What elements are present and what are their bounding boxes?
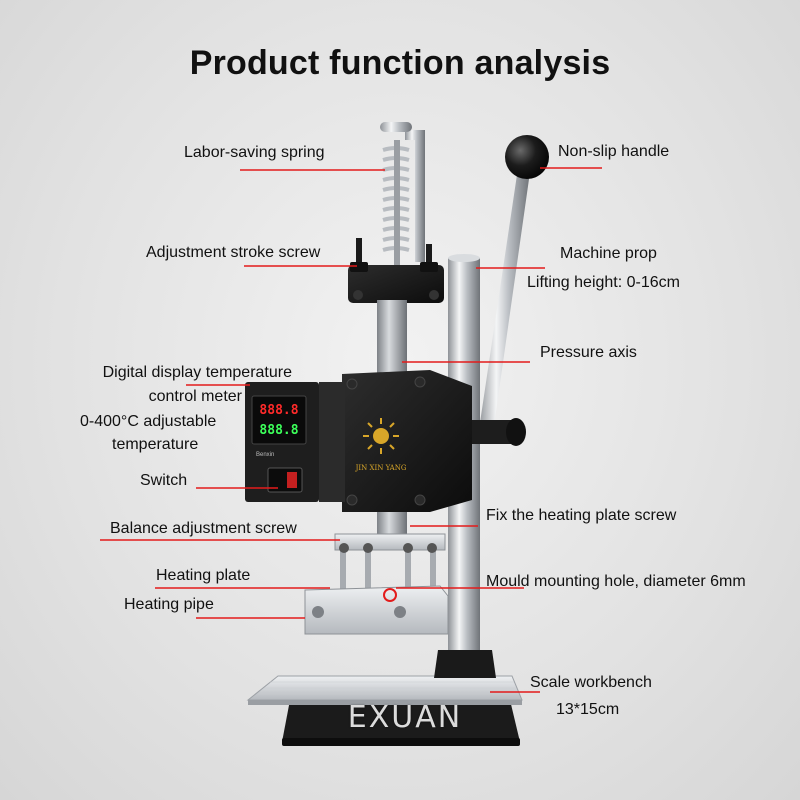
page-title: Product function analysis — [189, 44, 611, 82]
label-heating-pipe: Heating pipe — [124, 596, 214, 613]
heating-plate — [304, 585, 449, 635]
label-digital-display-line2: control meter — [148, 388, 242, 405]
handle-lever — [478, 135, 549, 440]
label-adjustable-line1: 0-400°C adjustable — [80, 413, 217, 430]
brand-text: JIN XIN YANG — [355, 464, 407, 472]
machine-base — [282, 700, 520, 746]
sun-logo — [363, 418, 399, 454]
leader-lines — [100, 167, 602, 693]
label-fix-heating-plate-screw: Fix the heating plate screw — [486, 507, 677, 524]
label-labor-saving-spring: Labor-saving spring — [184, 144, 325, 161]
display-top-digits: 888.8 — [259, 403, 298, 418]
label-scale-workbench: Scale workbench — [530, 674, 652, 691]
label-switch: Switch — [140, 472, 188, 489]
head-block: JIN XIN YANG — [342, 370, 472, 512]
label-balance-adjustment-screw: Balance adjustment screw — [110, 520, 297, 537]
label-pressure-axis: Pressure axis — [540, 344, 637, 361]
label-mould-mounting-hole: Mould mounting hole, diameter 6mm — [486, 573, 746, 590]
label-heating-plate: Heating plate — [156, 567, 251, 584]
watermark: EXUAN — [347, 700, 463, 735]
controller-brand: Benxin — [256, 452, 274, 458]
label-adjustment-stroke-screw: Adjustment stroke screw — [146, 244, 321, 261]
temperature-controller: 888.8 888.8 Benxin — [245, 382, 345, 502]
display-bottom-digits: 888.8 — [259, 423, 298, 438]
label-lifting-height: Lifting height: 0-16cm — [527, 274, 680, 291]
label-adjustable-line2: temperature — [112, 436, 199, 453]
scale-workbench — [246, 675, 523, 705]
label-digital-display-line1: Digital display temperature — [102, 364, 292, 381]
labor-saving-spring — [380, 122, 425, 268]
top-bracket — [348, 238, 444, 303]
label-machine-prop: Machine prop — [560, 245, 657, 262]
balance-plate — [334, 533, 446, 590]
label-non-slip-handle: Non-slip handle — [558, 143, 670, 160]
label-workbench-size: 13*15cm — [556, 701, 620, 718]
